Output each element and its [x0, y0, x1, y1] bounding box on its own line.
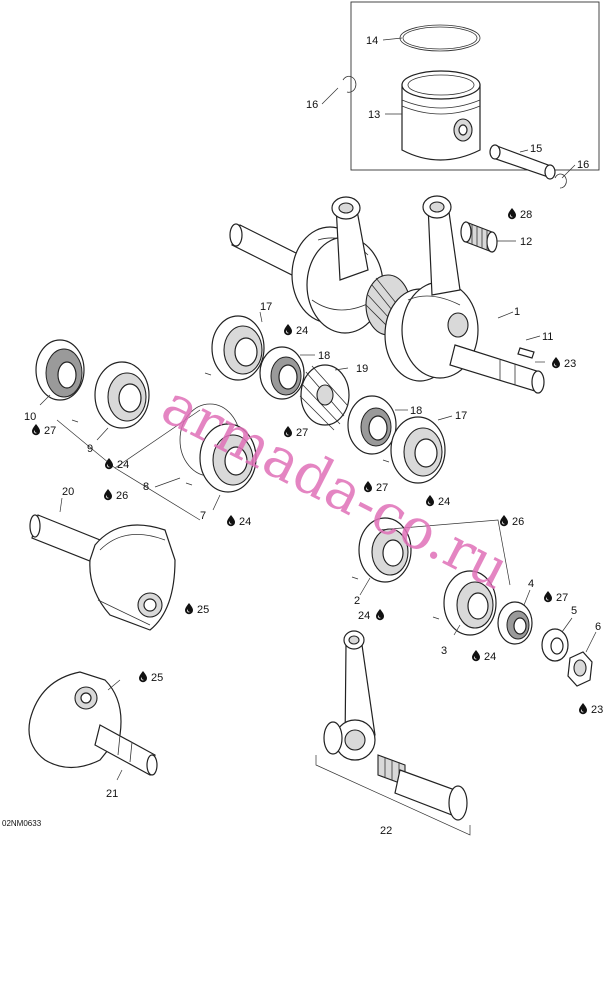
oil-seal-4	[497, 601, 533, 645]
ball-bearing-lower-right	[390, 416, 446, 484]
callout-17-upper: 17	[260, 301, 272, 313]
callout-9: 9	[87, 443, 93, 455]
oil-drop-icon	[31, 423, 41, 436]
oil-drop-icon	[551, 356, 561, 369]
piston-group	[342, 1, 600, 189]
ball-bearing-2	[358, 517, 412, 583]
oil-drop-icon	[104, 457, 114, 470]
oil-seal-upper	[259, 346, 305, 400]
ball-bearing-3	[443, 570, 497, 636]
callout-24-bearing-3: 24	[484, 651, 496, 663]
callout-16-right: 16	[577, 159, 589, 171]
oil-drop-icon	[507, 207, 517, 220]
needle-bearing	[460, 221, 498, 253]
oil-drop-icon	[499, 514, 509, 527]
piston-ring	[399, 24, 481, 52]
leader-lines	[39, 37, 597, 781]
ball-bearing-7	[199, 423, 257, 493]
circlip-left	[342, 75, 357, 93]
callout-25-upper: 25	[197, 604, 209, 616]
callout-27-upper: 27	[296, 427, 308, 439]
callout-28: 28	[520, 209, 532, 221]
circlip-right	[554, 173, 567, 189]
woodruff-key	[517, 347, 535, 359]
oil-drop-icon	[138, 670, 148, 683]
callout-6: 6	[595, 621, 601, 633]
callout-18-upper: 18	[318, 350, 330, 362]
callout-24-middle: 24	[438, 496, 450, 508]
callout-27-right: 27	[556, 592, 568, 604]
callout-16-upper: 16	[306, 99, 318, 111]
callout-24-upper: 24	[296, 325, 308, 337]
piston-pin	[489, 144, 556, 180]
callout-13: 13	[368, 109, 380, 121]
callout-4: 4	[528, 578, 534, 590]
callout-3: 3	[441, 645, 447, 657]
oil-drop-icon	[283, 323, 293, 336]
callout-5: 5	[571, 605, 577, 617]
callout-22: 22	[380, 825, 392, 837]
callout-17-lower: 17	[455, 410, 467, 422]
ball-bearing-9	[94, 361, 150, 429]
callout-24-bearing-7: 24	[239, 516, 251, 528]
oil-drop-icon	[471, 649, 481, 662]
callout-25-lower: 25	[151, 672, 163, 684]
callout-1: 1	[514, 306, 520, 318]
oil-seal-lower	[347, 395, 397, 455]
callout-24-bearing-2: 24	[358, 610, 370, 622]
dowel-pin	[204, 372, 212, 376]
callout-2: 2	[354, 595, 360, 607]
callout-14: 14	[366, 35, 378, 47]
callout-19: 19	[356, 363, 368, 375]
washer-5	[541, 628, 569, 662]
piston	[401, 70, 481, 161]
oil-drop-icon	[578, 702, 588, 715]
callout-11: 11	[542, 331, 553, 343]
callout-24-left: 24	[117, 459, 129, 471]
crankshaft-half-20	[29, 514, 176, 631]
callout-labels: 14 16 13 15 16 28 12 1 11 23 17 24 18 19…	[24, 35, 603, 837]
nut-6	[567, 651, 593, 687]
oil-seal-10	[35, 339, 85, 401]
connecting-rod-kit	[315, 630, 471, 836]
callout-7: 7	[200, 510, 206, 522]
callout-20: 20	[62, 486, 74, 498]
callout-18-lower: 18	[410, 405, 422, 417]
oil-drop-icon	[103, 488, 113, 501]
oil-drop-icon	[184, 602, 194, 615]
callout-23-lower: 23	[591, 704, 603, 716]
callout-27-middle: 27	[376, 482, 388, 494]
oil-drop-icon	[543, 590, 553, 603]
ball-bearing-upper-left	[211, 315, 265, 381]
callout-15: 15	[530, 143, 542, 155]
drawing-code: 02NM0633	[2, 819, 42, 828]
crankshaft-assembly	[229, 195, 545, 394]
callout-12: 12	[520, 236, 532, 248]
callout-10: 10	[24, 411, 36, 423]
oil-drop-icon	[375, 608, 385, 621]
oil-drop-icon	[226, 514, 236, 527]
callout-8: 8	[143, 481, 149, 493]
crankshaft-half-21	[28, 671, 158, 776]
callout-23-upper: 23	[564, 358, 576, 370]
piston-group-box	[350, 1, 600, 171]
drive-gear	[299, 364, 350, 431]
callout-21: 21	[106, 788, 118, 800]
callout-27-left: 27	[44, 425, 56, 437]
callout-26-left: 26	[116, 490, 128, 502]
callout-26-right: 26	[512, 516, 524, 528]
